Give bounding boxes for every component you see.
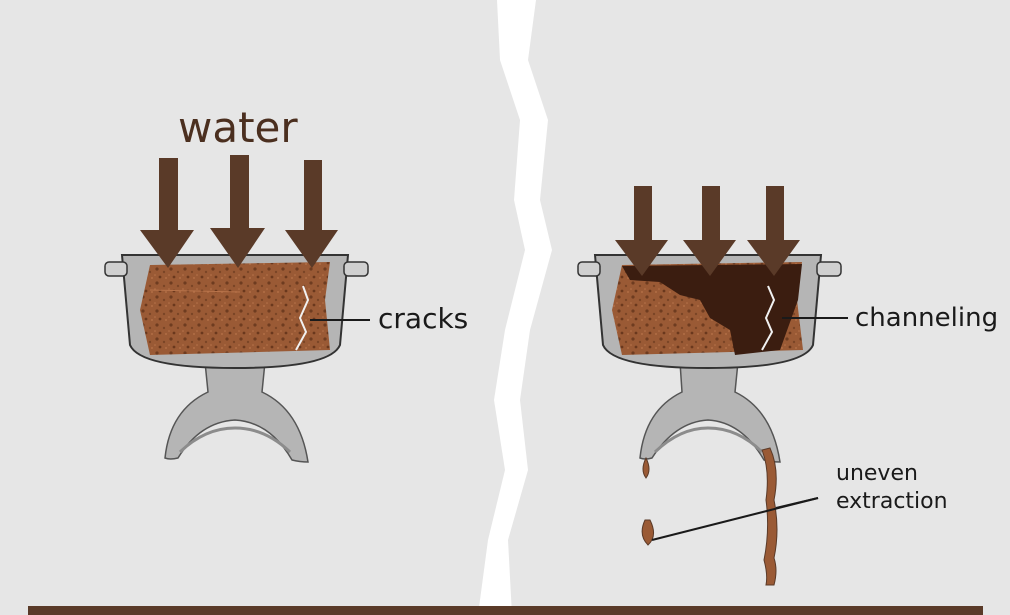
divider-line — [478, 0, 552, 615]
channel-region — [622, 264, 802, 355]
uneven-label-line1: uneven — [836, 461, 918, 486]
water-arrow — [683, 186, 736, 276]
water-arrow — [615, 186, 668, 276]
left-portafilter — [104, 254, 369, 463]
floor-bar — [28, 606, 983, 615]
water-arrow — [140, 158, 194, 268]
uneven-pointer-2 — [775, 497, 819, 509]
cracks-label: cracks — [378, 302, 468, 335]
channeling-label: channeling — [855, 303, 998, 333]
right-spout — [639, 361, 781, 463]
left-water-arrows — [140, 155, 338, 268]
left-spout — [164, 361, 309, 463]
right-portafilter — [577, 254, 842, 463]
uneven-label-line2: extraction — [836, 489, 948, 514]
right-crack — [761, 285, 776, 351]
left-crack — [295, 285, 310, 351]
drip-stream — [761, 447, 778, 586]
drip-small — [641, 456, 654, 546]
water-arrow — [210, 155, 265, 268]
left-coffee-puck — [140, 262, 330, 355]
water-arrow — [747, 186, 800, 276]
water-label: water — [178, 103, 298, 152]
water-arrow — [285, 160, 338, 268]
right-water-arrows — [615, 186, 800, 276]
